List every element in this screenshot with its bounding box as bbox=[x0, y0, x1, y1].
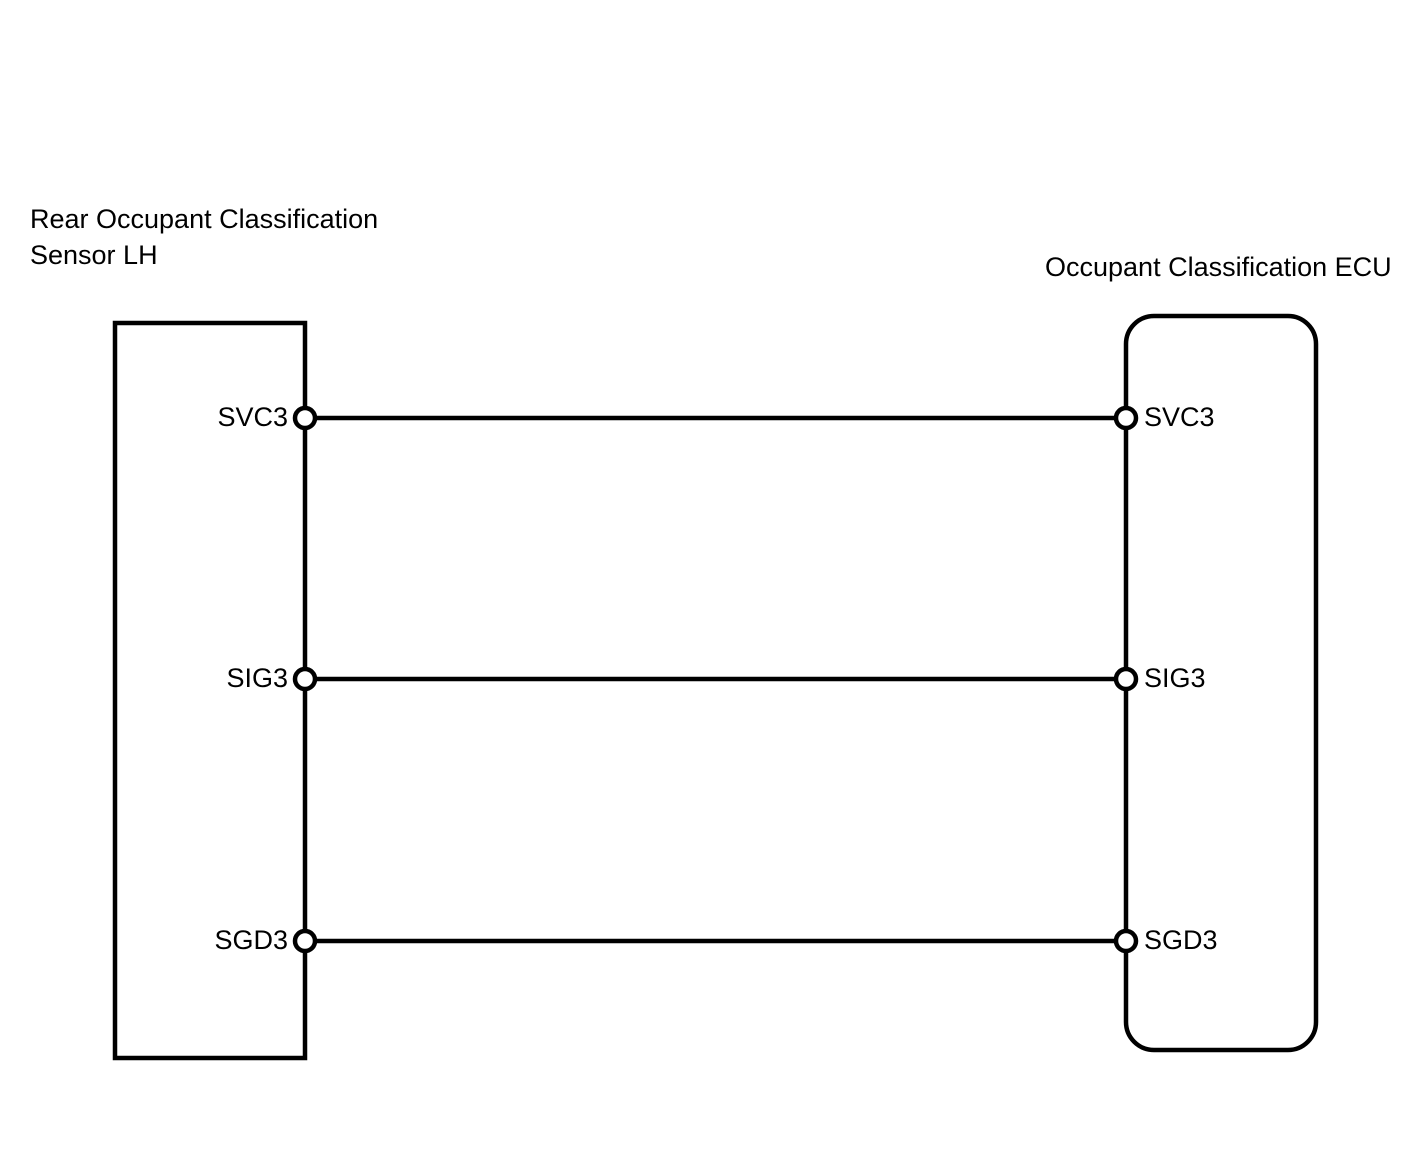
right-pin-label-SVC3: SVC3 bbox=[1144, 402, 1215, 432]
right-pin-terminal-SGD3 bbox=[1113, 928, 1139, 954]
left-pin-terminal-SVC3 bbox=[292, 405, 318, 431]
left-pin-label-SVC3: SVC3 bbox=[217, 402, 288, 432]
left-pin-terminal-SIG3 bbox=[292, 666, 318, 692]
left-pin-terminal-SGD3 bbox=[292, 928, 318, 954]
left-component-title-line2: Sensor LH bbox=[30, 240, 158, 270]
right-pin-label-SIG3: SIG3 bbox=[1144, 663, 1206, 693]
right-pin-terminal-SVC3 bbox=[1113, 405, 1139, 431]
right-component-title: Occupant Classification ECU bbox=[1045, 252, 1392, 282]
wires-group bbox=[305, 415, 1126, 944]
left-component-title-line1: Rear Occupant Classification bbox=[30, 204, 378, 234]
right-pin-terminal-SIG3 bbox=[1113, 666, 1139, 692]
right-pin-label-SGD3: SGD3 bbox=[1144, 925, 1218, 955]
left-pin-label-SGD3: SGD3 bbox=[214, 925, 288, 955]
left-pin-label-SIG3: SIG3 bbox=[226, 663, 288, 693]
